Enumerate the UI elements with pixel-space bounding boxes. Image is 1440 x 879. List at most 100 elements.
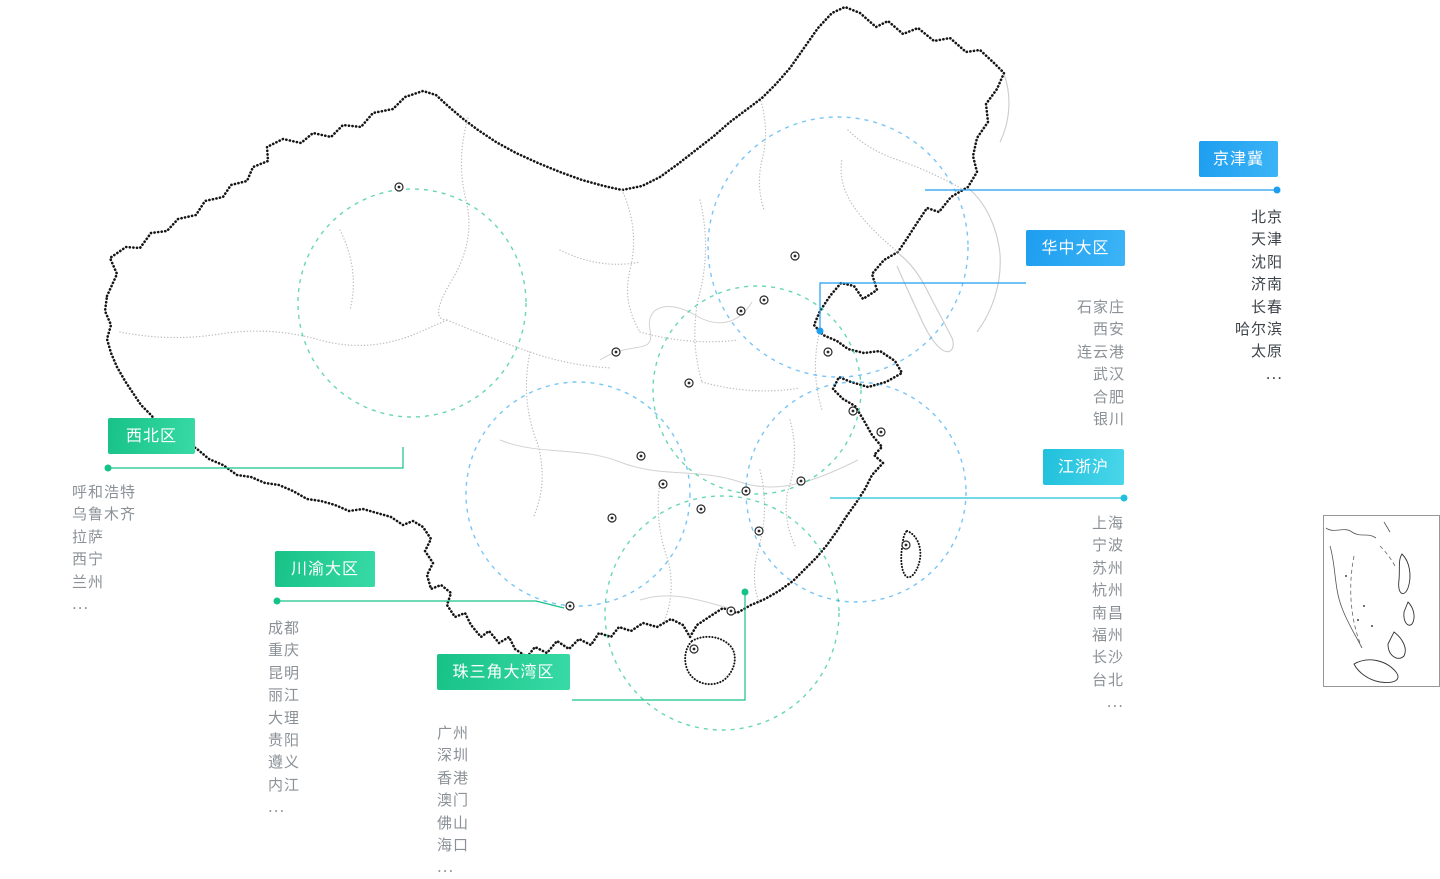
city-item: ...	[1265, 364, 1283, 383]
region-circle-xibei	[297, 188, 527, 418]
city-marker	[611, 347, 621, 357]
city-list-chuanyu: 成都 重庆 昆明 丽江 大理 贵阳 遵义 内江 ...	[268, 617, 428, 819]
city-item: 丽江	[268, 686, 301, 705]
city-item: ...	[72, 595, 90, 614]
city-marker	[607, 513, 617, 523]
city-item: 台北	[1091, 670, 1124, 689]
leader-line-chuanyu	[277, 600, 565, 609]
island-taiwan	[900, 529, 922, 579]
city-list-jiangzhehu: 上海 宁波 苏州 杭州 南昌 福州 长沙 台北 ...	[944, 512, 1124, 714]
city-item: 北京	[1250, 208, 1283, 226]
city-marker	[394, 182, 404, 192]
city-item: 宁波	[1091, 536, 1124, 555]
province-borders	[119, 97, 965, 623]
region-circle-huazhong	[652, 285, 862, 495]
anchor-dot-jingjinji	[1273, 186, 1281, 194]
city-item: 福州	[1091, 626, 1124, 645]
city-item: 深圳	[437, 746, 470, 765]
city-marker	[848, 406, 858, 416]
region-tag-jiangzhehu[interactable]: 江浙沪	[1043, 449, 1124, 485]
city-item: 西宁	[72, 550, 105, 569]
island-hainan	[684, 635, 736, 686]
city-item: 银川	[1092, 410, 1125, 429]
region-tag-huazhong[interactable]: 华中大区	[1026, 230, 1125, 266]
city-item: 贵阳	[268, 731, 301, 750]
region-circle-zhusanjiao	[604, 495, 840, 731]
city-item: 沈阳	[1250, 252, 1283, 271]
region-tag-jingjinji[interactable]: 京津冀	[1199, 141, 1278, 177]
city-item: 重庆	[268, 641, 301, 660]
city-item: 上海	[1091, 514, 1124, 532]
city-marker	[796, 476, 806, 486]
leader-line-zhusanjiao	[572, 592, 746, 701]
city-markers	[394, 182, 911, 654]
city-marker	[696, 504, 706, 514]
south-china-sea-inset-map	[1325, 521, 1415, 683]
city-item: 太原	[1250, 342, 1283, 361]
city-item: 西安	[1092, 320, 1125, 339]
city-marker	[759, 295, 769, 305]
leader-line-huazhong	[819, 282, 1026, 331]
city-marker	[636, 451, 646, 461]
city-item: ...	[268, 798, 286, 817]
city-item: 长沙	[1091, 648, 1124, 667]
region-circle-chuanyu	[465, 381, 691, 607]
city-marker	[741, 486, 751, 496]
city-item: 昆明	[268, 663, 301, 682]
region-tag-chuanyu[interactable]: 川渝大区	[275, 551, 375, 587]
anchor-dot-chuanyu	[273, 597, 281, 605]
china-outline	[103, 5, 1006, 686]
city-item: 天津	[1250, 230, 1283, 249]
city-list-huazhong: 石家庄 西安 连云港 武汉 合肥 银川	[945, 296, 1125, 430]
region-circle-jiangzhehu	[745, 381, 967, 603]
city-item: 哈尔滨	[1234, 320, 1283, 339]
city-item: 石家庄	[1076, 298, 1125, 316]
city-marker	[689, 644, 699, 654]
city-item: 大理	[268, 708, 301, 727]
city-item: 拉萨	[72, 527, 105, 546]
anchor-dot-jiangzhehu	[1120, 494, 1128, 502]
city-item: 成都	[268, 619, 301, 637]
city-marker	[684, 378, 694, 388]
region-tag-zhusanjiao[interactable]: 珠三角大湾区	[437, 654, 570, 690]
neighbor-coastlines	[896, 73, 1010, 353]
city-item: 乌鲁木齐	[72, 505, 137, 524]
city-item: 杭州	[1091, 581, 1124, 600]
city-list-xibei: 呼和浩特 乌鲁木齐 拉萨 西宁 兰州 ...	[72, 481, 232, 615]
city-marker	[565, 601, 575, 611]
city-item: ...	[1106, 693, 1124, 712]
city-marker	[736, 306, 746, 316]
anchor-dot-huazhong	[816, 327, 824, 335]
city-list-jingjinji: 北京 天津 沈阳 济南 长春 哈尔滨 太原 ...	[1103, 206, 1283, 385]
region-circles	[297, 116, 969, 731]
city-item: 兰州	[72, 572, 105, 591]
city-marker	[876, 427, 886, 437]
anchor-dot-zhusanjiao	[741, 588, 749, 596]
leader-lines	[104, 186, 1281, 701]
city-item: 济南	[1250, 275, 1283, 294]
city-item: 苏州	[1091, 558, 1124, 577]
city-item: 长春	[1250, 297, 1283, 316]
city-item: 合肥	[1092, 387, 1125, 406]
city-marker	[726, 606, 736, 616]
city-marker	[901, 540, 911, 550]
city-marker	[754, 526, 764, 536]
city-item: 遵义	[268, 753, 301, 772]
city-item: 呼和浩特	[72, 483, 137, 501]
region-tag-xibei[interactable]: 西北区	[108, 418, 195, 454]
city-item: 海口	[437, 836, 470, 855]
city-item: 澳门	[437, 791, 470, 810]
city-item: 佛山	[437, 813, 470, 832]
city-item: 武汉	[1092, 365, 1125, 384]
city-marker	[823, 347, 833, 357]
city-list-zhusanjiao: 广州 深圳 香港 澳门 佛山 海口 ...	[437, 722, 597, 879]
city-item: 连云港	[1076, 342, 1125, 361]
city-item: 广州	[437, 724, 470, 742]
leader-line-xibei	[108, 447, 404, 469]
rivers	[499, 301, 859, 609]
south-china-sea-inset	[1323, 515, 1440, 687]
city-marker	[658, 479, 668, 489]
city-item: 内江	[268, 775, 301, 794]
city-item: 香港	[437, 768, 470, 787]
